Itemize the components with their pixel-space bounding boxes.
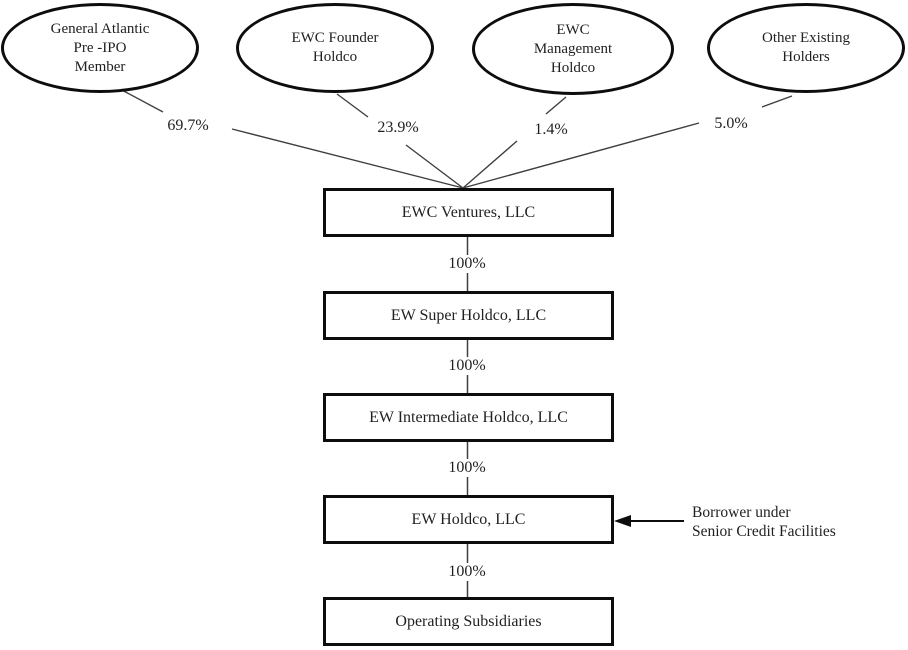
connector-line-founder-holdco-upper: [336, 93, 369, 118]
borrower-arrowhead-icon: [614, 515, 631, 527]
ownership-pct-management-holdco: 1.4%: [534, 121, 568, 138]
entity-label: EW Super Holdco, LLC: [390, 306, 547, 324]
ownership-pct-other-holders: 5.0%: [714, 115, 748, 132]
owner-label: Other Existing Holders: [762, 30, 850, 65]
owner-ellipse-ewc-management-holdco: EWC Management Holdco: [472, 3, 674, 95]
connector-line-founder-holdco-lower: [405, 144, 464, 189]
owner-ellipse-ewc-founder-holdco: EWC Founder Holdco: [236, 3, 434, 93]
connector-line-general-atlantic-lower: [231, 128, 464, 189]
entity-label: EW Holdco, LLC: [411, 510, 526, 528]
connector-line-other-holders-upper: [761, 95, 793, 108]
entity-label: Operating Subsidiaries: [395, 612, 542, 630]
entity-box-ewc-ventures: EWC Ventures, LLC: [323, 188, 614, 237]
owner-label: EWC Management Holdco: [533, 21, 613, 76]
chain-pct-ventures-to-super: 100%: [434, 255, 500, 273]
owner-label: General Atlantic Pre -IPO Member: [50, 20, 150, 75]
connector-line-management-holdco-lower: [462, 140, 518, 189]
entity-box-operating-subsidiaries: Operating Subsidiaries: [323, 597, 614, 646]
borrower-annotation: Borrower under Senior Credit Facilities: [692, 504, 836, 540]
owner-ellipse-general-atlantic-pre-ipo-member: General Atlantic Pre -IPO Member: [1, 3, 199, 93]
entity-box-ew-holdco: EW Holdco, LLC: [323, 495, 614, 544]
chain-pct-holdco-to-operating: 100%: [434, 563, 500, 581]
connector-line-management-holdco-upper: [545, 96, 567, 115]
connector-line-other-holders-lower: [462, 122, 700, 189]
entity-label: EW Intermediate Holdco, LLC: [369, 408, 568, 426]
entity-label: EWC Ventures, LLC: [401, 203, 536, 221]
connector-line-general-atlantic-upper: [119, 88, 164, 113]
entity-box-ew-intermediate-holdco: EW Intermediate Holdco, LLC: [323, 393, 614, 442]
owner-label: EWC Founder Holdco: [291, 30, 379, 65]
ownership-pct-founder-holdco: 23.9%: [377, 119, 419, 136]
entity-box-ew-super-holdco: EW Super Holdco, LLC: [323, 291, 614, 340]
chain-pct-super-to-intermediate: 100%: [434, 357, 500, 375]
ownership-pct-general-atlantic: 69.7%: [167, 117, 209, 134]
owner-ellipse-other-existing-holders: Other Existing Holders: [707, 3, 905, 93]
chain-pct-intermediate-to-holdco: 100%: [434, 459, 500, 477]
